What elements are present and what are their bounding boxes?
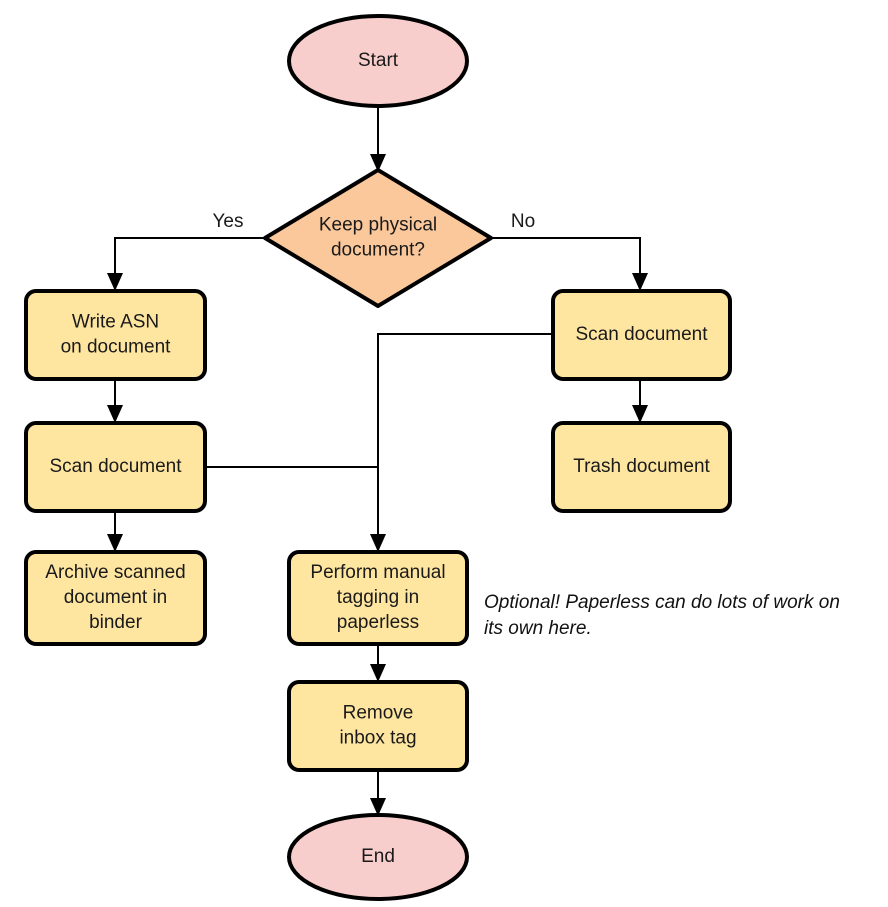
edge-write-asn-to-scan-document-left-arrowhead: [107, 405, 123, 423]
process-remove-inbox-tag-label: Remove inbox tag: [339, 703, 416, 749]
process-scan-document-right-shape: [551, 289, 732, 381]
end-terminator-label: End: [361, 846, 395, 867]
decision-keep-physical-document-label: Keep physical document?: [319, 215, 437, 261]
process-scan-document-right-label-line: Scan document: [575, 324, 708, 345]
start-terminator-label-line: Start: [358, 50, 399, 71]
process-perform-manual-tagging-in-paperless[interactable]: Perform manual tagging in paperless: [287, 550, 469, 646]
process-trash-document-label: Trash document: [573, 456, 710, 477]
process-archive-scanned-document-in-binder-label-line: binder: [89, 612, 142, 633]
end-terminator[interactable]: End: [287, 813, 469, 901]
process-write-asn-on-document-label-line: on document: [61, 337, 172, 358]
process-remove-inbox-tag-label-line: inbox tag: [339, 728, 416, 749]
edge-decision-to-write-asn: Yes: [107, 211, 265, 291]
process-perform-manual-tagging-in-paperless-label-line: paperless: [337, 612, 419, 633]
edge-scan-document-left-to-manual-tagging-line: [205, 466, 379, 545]
process-scan-document-left[interactable]: Scan document: [24, 421, 207, 513]
process-trash-document-shape: [551, 421, 732, 513]
edge-write-asn-to-scan-document-left: [107, 379, 123, 423]
decision-keep-physical-document-shape: [263, 168, 493, 308]
edge-scan-document-left-to-manual-tagging: [205, 466, 386, 552]
start-terminator-shape: [287, 14, 469, 108]
process-scan-document-left-label: Scan document: [49, 456, 182, 477]
edge-start-to-decision-arrowhead: [370, 154, 386, 172]
edge-decision-to-scan-document-right-label: No: [511, 211, 535, 232]
process-perform-manual-tagging-in-paperless-shape: [287, 550, 469, 646]
edge-scan-document-right-to-manual-tagging-line: [377, 333, 553, 545]
process-archive-scanned-document-in-binder-shape: [24, 550, 207, 646]
process-perform-manual-tagging-in-paperless-label-line: tagging in: [337, 587, 419, 608]
process-remove-inbox-tag-shape: [287, 680, 469, 772]
end-terminator-label-line: End: [361, 846, 395, 867]
decision-keep-physical-document-label-line: document?: [331, 240, 425, 261]
process-remove-inbox-tag-label-line: Remove: [343, 703, 414, 724]
edge-remove-inbox-tag-to-end-arrowhead: [370, 798, 386, 816]
edge-scan-document-right-to-trash-arrowhead: [632, 405, 648, 423]
edge-decision-to-scan-document-right-line: [491, 237, 641, 284]
process-write-asn-on-document-label: Write ASN on document: [61, 312, 172, 358]
annotation-optional-paperless-note-line: Optional! Paperless can do lots of work …: [484, 592, 840, 613]
process-scan-document-right[interactable]: Scan document: [551, 289, 732, 381]
process-write-asn-on-document-label-line: Write ASN: [72, 312, 159, 333]
edge-decision-to-write-asn-arrowhead: [107, 273, 123, 291]
start-terminator[interactable]: Start: [287, 14, 469, 108]
edge-manual-tagging-to-remove-inbox-tag: [370, 644, 386, 682]
edge-start-to-decision: [370, 106, 386, 172]
end-terminator-shape: [287, 813, 469, 901]
edge-decision-to-write-asn-label: Yes: [213, 211, 244, 232]
process-archive-scanned-document-in-binder-label-line: document in: [64, 587, 168, 608]
edge-scan-document-left-to-archive: [107, 511, 123, 552]
process-scan-document-left-shape: [24, 421, 207, 513]
process-scan-document-right-label: Scan document: [575, 324, 708, 345]
edge-scan-document-right-to-manual-tagging: [377, 333, 553, 545]
start-terminator-label: Start: [358, 50, 399, 71]
process-write-asn-on-document-shape: [24, 289, 207, 381]
process-archive-scanned-document-in-binder-label: Archive scanned document in binder: [45, 562, 185, 633]
edge-decision-to-scan-document-right-arrowhead: [632, 273, 648, 291]
annotation-optional-paperless-note: Optional! Paperless can do lots of work …: [484, 592, 840, 639]
process-trash-document-label-line: Trash document: [573, 456, 710, 477]
edge-decision-to-scan-document-right: No: [491, 211, 648, 291]
edge-scan-document-right-to-trash: [632, 379, 648, 423]
edge-manual-tagging-to-remove-inbox-tag-arrowhead: [370, 664, 386, 682]
annotations-layer: Optional! Paperless can do lots of work …: [484, 592, 840, 639]
process-perform-manual-tagging-in-paperless-label: Perform manual tagging in paperless: [310, 562, 445, 633]
process-write-asn-on-document[interactable]: Write ASN on document: [24, 289, 207, 381]
annotation-optional-paperless-note-line: its own here.: [484, 618, 592, 639]
process-archive-scanned-document-in-binder-label-line: Archive scanned: [45, 562, 185, 583]
process-scan-document-left-label-line: Scan document: [49, 456, 182, 477]
decision-keep-physical-document-label-line: Keep physical: [319, 215, 437, 236]
edge-decision-to-write-asn-line: [114, 237, 265, 284]
process-archive-scanned-document-in-binder[interactable]: Archive scanned document in binder: [24, 550, 207, 646]
process-trash-document[interactable]: Trash document: [551, 421, 732, 513]
process-perform-manual-tagging-in-paperless-label-line: Perform manual: [310, 562, 445, 583]
edge-remove-inbox-tag-to-end: [370, 770, 386, 816]
edges-layer: Yes No: [107, 106, 648, 816]
decision-keep-physical-document[interactable]: Keep physical document?: [263, 168, 493, 308]
process-remove-inbox-tag[interactable]: Remove inbox tag: [287, 680, 469, 772]
edge-scan-document-left-to-archive-arrowhead: [107, 534, 123, 552]
